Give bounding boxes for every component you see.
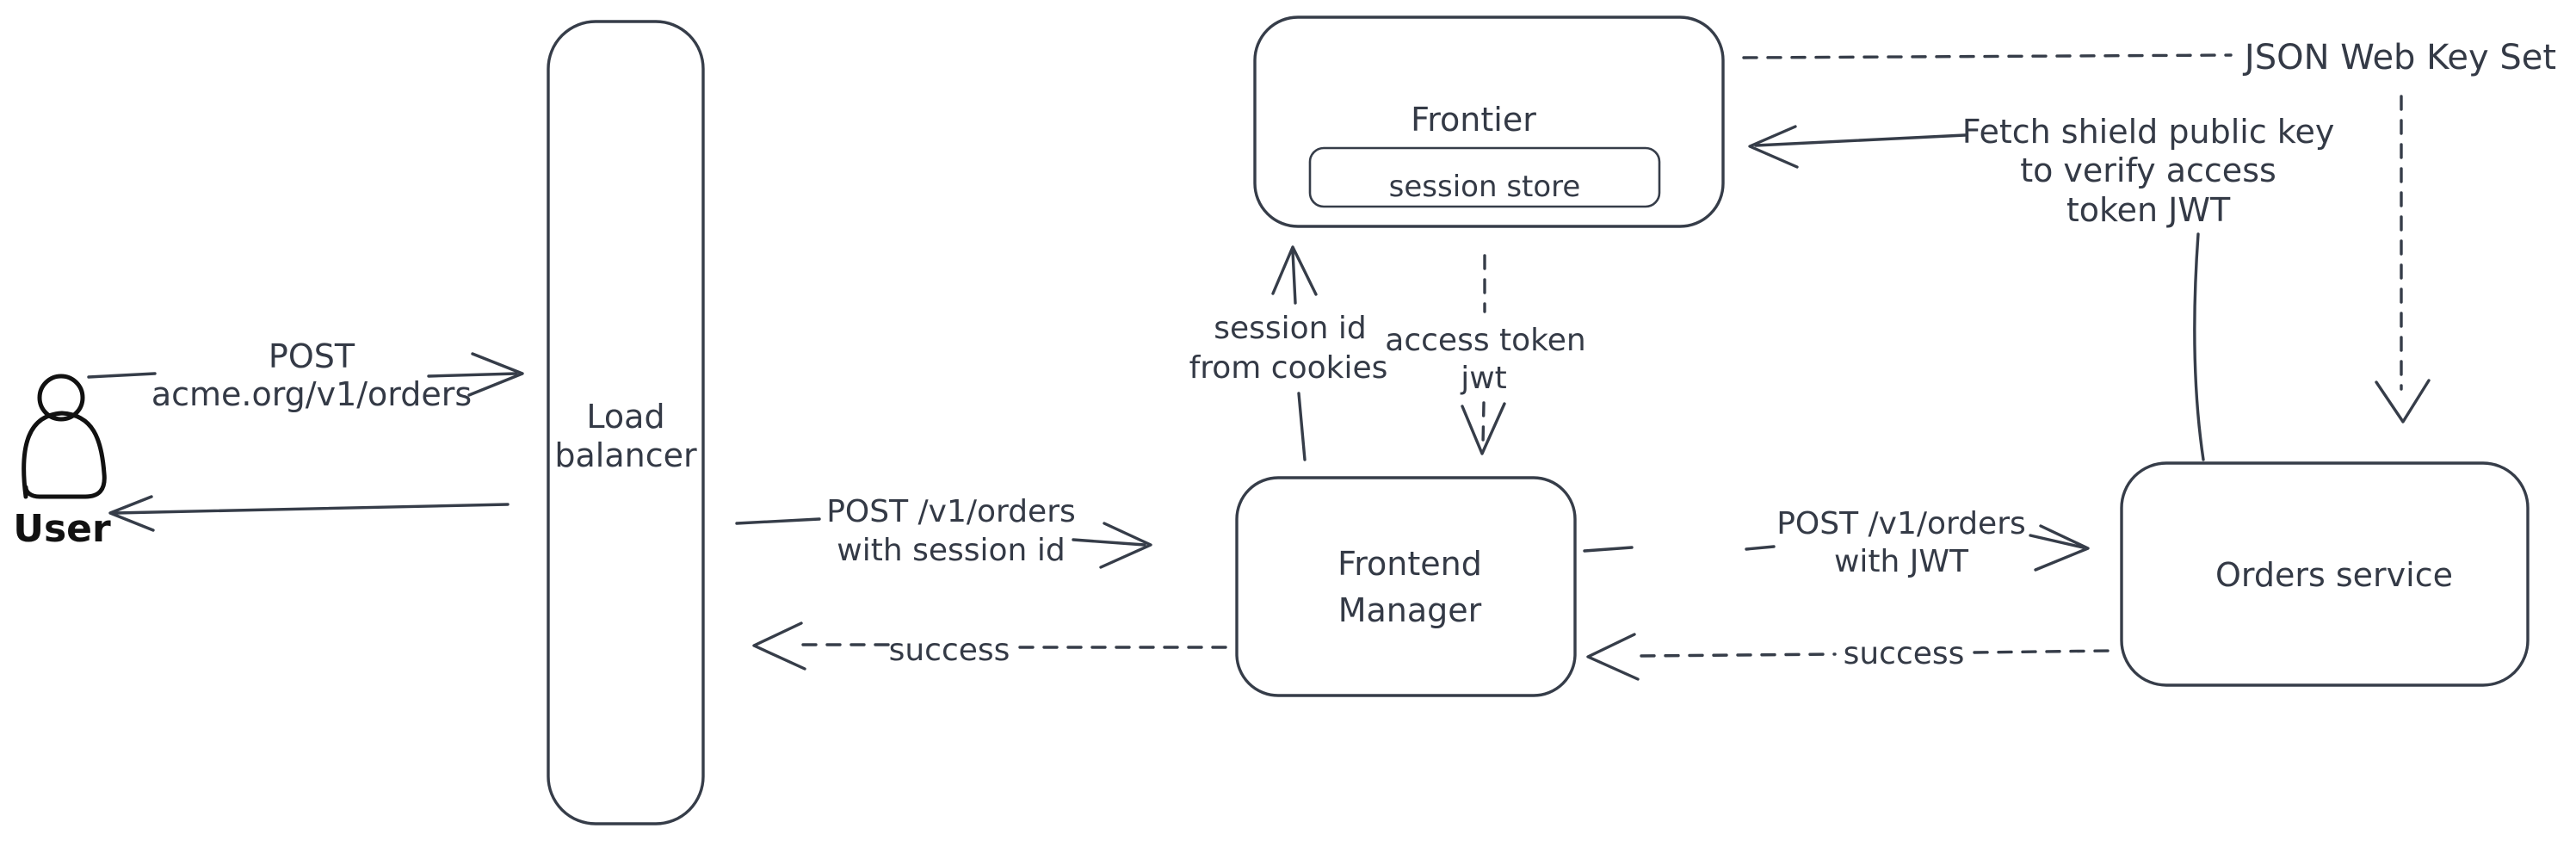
edge-label-fetch-key-line3: token JWT — [2066, 191, 2231, 229]
edge-label-post-orders-session-line1: POST /v1/orders — [826, 494, 1076, 529]
arrow-jwks-to-orders — [2375, 95, 2431, 424]
edge-label-post-orders-session-line2: with session id — [837, 533, 1065, 568]
arrow-orders-to-frontier — [1748, 125, 2205, 461]
edge-label-session-id: session id — [1214, 311, 1367, 346]
arrow-fm-to-lb-success — [752, 621, 1227, 671]
load-balancer-node — [547, 20, 705, 825]
orders-service-label: Orders service — [2215, 556, 2453, 594]
arrow-user-to-lb — [87, 352, 524, 397]
user-head — [37, 374, 85, 422]
user-icon — [22, 374, 107, 499]
edge-label-from-cookies: from cookies — [1189, 350, 1388, 386]
edge-label-access-token: access token — [1385, 323, 1585, 358]
edge-label-acme-url: acme.org/v1/orders — [151, 375, 472, 413]
diagram-labels: Load balancer Frontier session store Fro… — [151, 38, 2556, 671]
edge-label-jwt: jwt — [1460, 361, 1507, 396]
load-balancer-label-line2: balancer — [554, 436, 697, 474]
frontend-manager-node — [1235, 476, 1577, 697]
session-store-node — [1308, 146, 1661, 208]
frontend-manager-label-line2: Manager — [1338, 591, 1482, 629]
user-body — [22, 411, 107, 499]
load-balancer-label-line1: Load — [586, 398, 664, 436]
frontend-manager-label-line1: Frontend — [1337, 545, 1482, 583]
arrow-lb-to-fm — [735, 517, 1152, 569]
orders-service-node — [2120, 461, 2530, 687]
dashed-line-frontier-to-jwks — [1742, 53, 2233, 59]
diagram-shapes — [87, 15, 2530, 825]
edge-label-success-right: success — [1844, 636, 1965, 671]
user-label-group: User — [13, 507, 111, 551]
arrow-orders-to-fm-success — [1586, 633, 2112, 681]
arrow-fm-to-orders — [1583, 524, 2090, 572]
arrow-fm-to-frontier — [1271, 245, 1318, 461]
edge-label-post: POST — [269, 337, 355, 375]
frontier-label: Frontier — [1411, 101, 1536, 139]
edge-label-post-orders-jwt-line1: POST /v1/orders — [1776, 506, 2026, 541]
arrow-frontier-to-fm — [1461, 254, 1506, 455]
edge-label-fetch-key-line2: to verify access — [2020, 151, 2276, 189]
user-label: User — [13, 507, 111, 551]
session-store-label: session store — [1389, 170, 1581, 204]
edge-label-success-left: success — [889, 633, 1010, 668]
edge-label-post-orders-jwt-line2: with JWT — [1834, 544, 1969, 579]
jwks-label: JSON Web Key Set — [2242, 38, 2556, 77]
arrow-lb-to-user — [108, 495, 510, 532]
edge-label-fetch-key-line1: Fetch shield public key — [1962, 113, 2335, 151]
